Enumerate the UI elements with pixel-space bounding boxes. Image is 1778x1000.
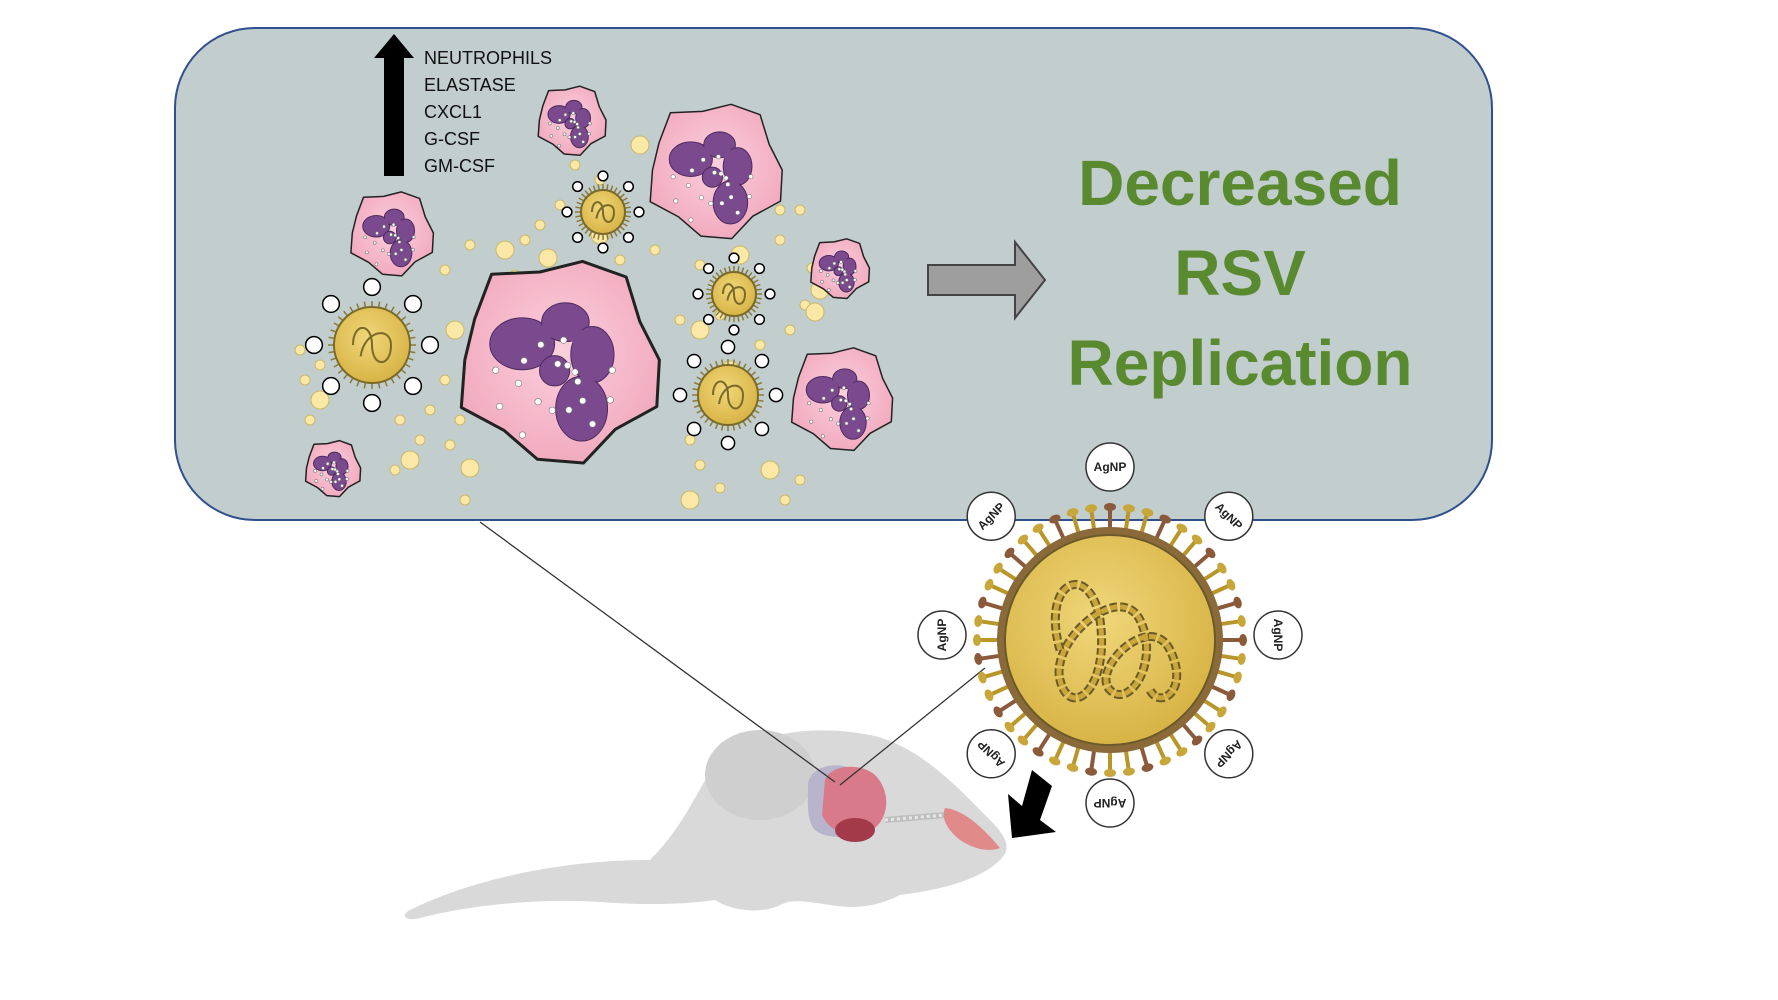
agnp-particle: AgNP: [917, 610, 967, 660]
outcome-line: RSV: [1174, 237, 1306, 309]
granule: [569, 159, 581, 171]
granule: [394, 414, 406, 426]
granule: [424, 404, 436, 416]
granule: [460, 458, 480, 478]
outcome-line: Decreased: [1078, 147, 1402, 219]
agnp-particle: AgNP: [1204, 491, 1254, 541]
right-arrow-icon: [927, 239, 1047, 321]
granule: [649, 244, 661, 256]
granule: [414, 434, 426, 446]
rsv-virus-large: [973, 503, 1247, 777]
agnp-label: AgNP: [935, 619, 949, 652]
granule: [794, 204, 806, 216]
granule: [779, 494, 791, 506]
granule: [714, 482, 726, 494]
granule: [444, 439, 456, 451]
neutrophil-cell: [350, 191, 435, 277]
mouse-silhouette: [404, 730, 1007, 920]
agnp-particle: AgNP: [1204, 729, 1254, 779]
outcome-text: Decreased RSV Replication: [1068, 147, 1413, 399]
granule: [519, 234, 531, 246]
granule: [690, 320, 710, 340]
granule: [774, 204, 786, 216]
agnp-label: AgNP: [1094, 460, 1127, 474]
down-left-arrow-icon: [1008, 770, 1056, 838]
granule: [400, 450, 420, 470]
granule: [495, 240, 515, 260]
granule: [459, 494, 471, 506]
marker-item: G-CSF: [424, 129, 480, 149]
granule: [439, 264, 451, 276]
granule: [694, 459, 706, 471]
agnp-particle: AgNP: [966, 729, 1016, 779]
rsv-virus-small: [672, 339, 784, 451]
granule: [445, 320, 465, 340]
rsv-virus-small: [692, 252, 776, 336]
rsv-virus-small: [561, 170, 645, 254]
granule: [464, 239, 476, 251]
agnp-label: AgNP: [1094, 796, 1127, 810]
granules: [294, 124, 830, 510]
marker-item: NEUTROPHILS: [424, 48, 552, 68]
outcome-line: Replication: [1068, 327, 1413, 399]
neutrophil-cell: [810, 238, 871, 300]
agnp-label: AgNP: [1271, 619, 1285, 652]
granule: [389, 464, 401, 476]
granule: [439, 374, 451, 386]
granule: [310, 390, 330, 410]
granule: [538, 248, 558, 268]
panel-viruses: [304, 170, 784, 451]
granule: [614, 254, 626, 266]
granule: [784, 324, 796, 336]
granule: [754, 339, 766, 351]
neutrophils: [304, 85, 894, 498]
neutrophil-cell: [790, 347, 894, 452]
mouse-lungs: [807, 765, 1000, 850]
granule: [314, 359, 326, 371]
granule: [760, 460, 780, 480]
granule: [674, 314, 686, 326]
marker-item: ELASTASE: [424, 75, 516, 95]
agnp-particle: AgNP: [1253, 610, 1303, 660]
granule: [794, 474, 806, 486]
granule: [774, 234, 786, 246]
marker-item: GM-CSF: [424, 156, 495, 176]
agnp-particle: AgNP: [966, 491, 1016, 541]
granule: [684, 434, 696, 446]
marker-item: CXCL1: [424, 102, 482, 122]
up-arrow-icon: [374, 34, 414, 176]
marker-list: NEUTROPHILS ELASTASE CXCL1 G-CSF GM-CSF: [424, 48, 552, 176]
zoom-lines: [479, 521, 986, 786]
granule: [304, 414, 316, 426]
neutrophil-cell: [649, 103, 783, 240]
granule: [534, 219, 546, 231]
granule: [294, 344, 306, 356]
granule: [299, 374, 311, 386]
granule: [805, 302, 825, 322]
neutrophil-cell: [304, 439, 362, 498]
agnp-particles: AgNP AgNP AgNP AgNP AgNP AgNP AgNP AgNP: [917, 442, 1303, 828]
granule: [630, 135, 650, 155]
granule: [454, 414, 466, 426]
neutrophil-cell: [537, 85, 607, 157]
agnp-particle: AgNP: [1085, 778, 1135, 828]
granule: [554, 199, 566, 211]
neutrophil-cell: [459, 259, 661, 465]
rsv-virus-small: [304, 277, 440, 413]
granule: [680, 490, 700, 510]
agnp-particle: AgNP: [1085, 442, 1135, 492]
